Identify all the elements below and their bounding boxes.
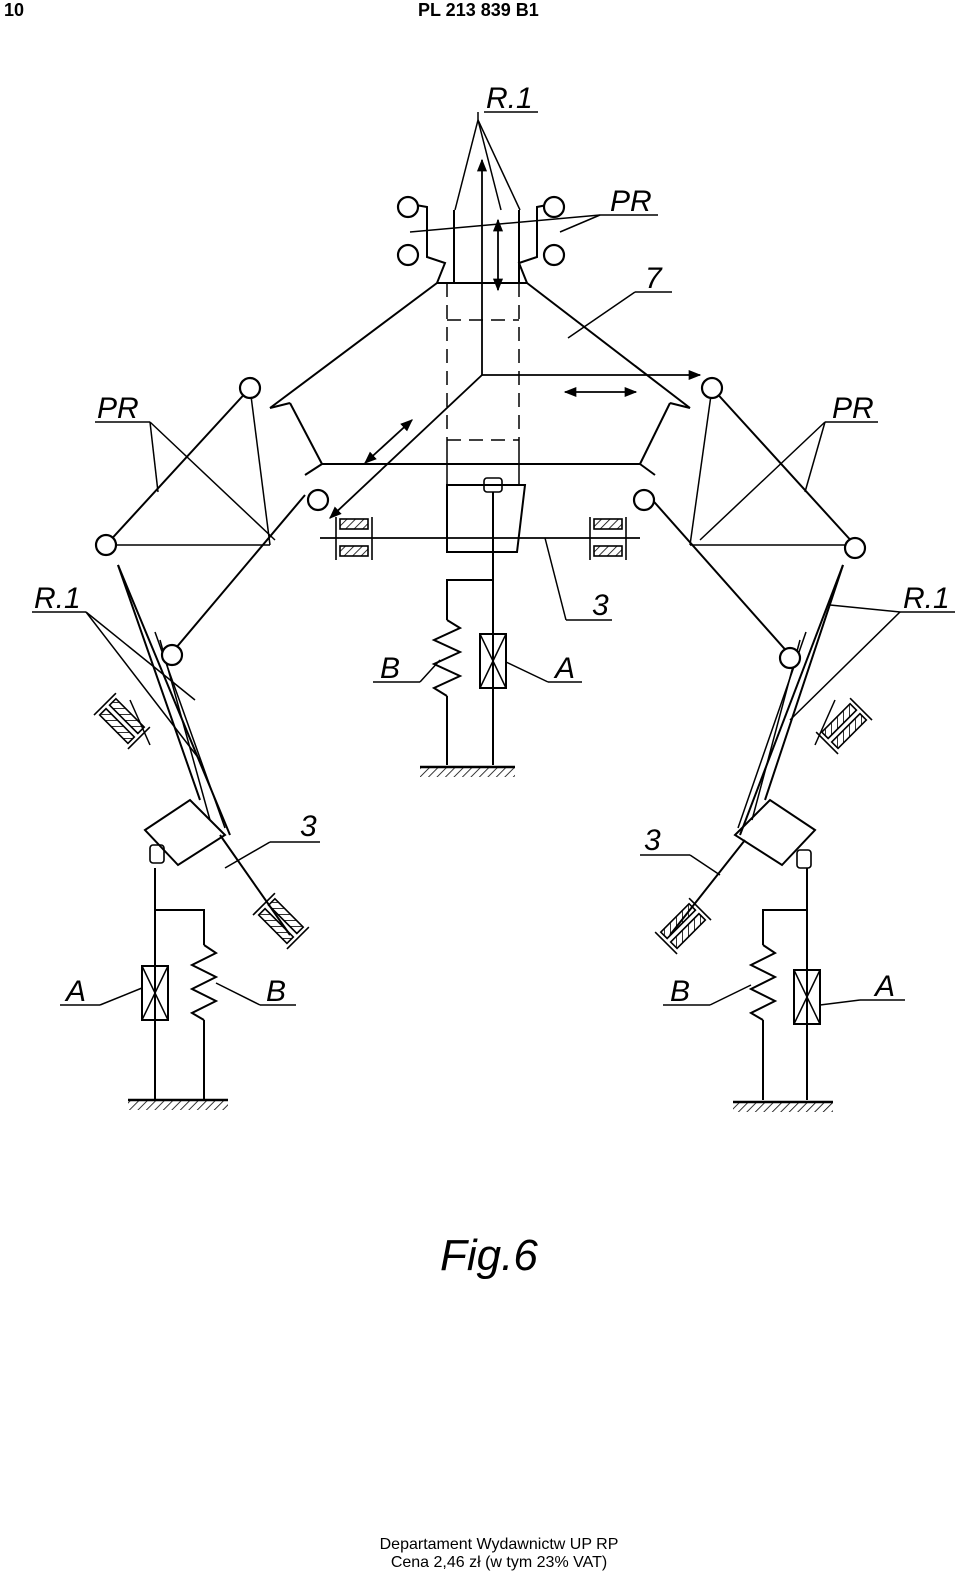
label-a-center: A [553, 652, 575, 685]
label-3-left: 3 [300, 810, 317, 843]
left-leg [105, 387, 306, 1110]
label-b-left: B [266, 975, 286, 1008]
leader-lines [32, 111, 955, 1006]
diagram-labels: R.1 PR 7 PR PR R.1 R.1 3 B A 3 3 A B B A… [34, 82, 950, 1280]
label-b-right: B [670, 975, 690, 1008]
label-a-right: A [873, 970, 895, 1003]
label-pr-right: PR [832, 392, 874, 425]
right-leg [647, 387, 856, 1112]
label-a-left: A [64, 975, 86, 1008]
page-number: 10 [4, 0, 25, 20]
label-3-center: 3 [592, 589, 609, 622]
footer-publisher: Departament Wydawnictw UP RP [379, 1536, 619, 1553]
label-3-right: 3 [644, 824, 661, 857]
label-r1-top: R.1 [486, 82, 533, 115]
center-column [446, 283, 520, 485]
document-number: PL 213 839 B1 [418, 0, 539, 20]
axis-arrows [329, 158, 702, 519]
top-platform [269, 119, 691, 476]
center-body [320, 477, 640, 777]
label-pr-left: PR [97, 392, 139, 425]
footer-price: Cena 2,46 zł (w tym 23% VAT) [390, 1554, 608, 1571]
label-pr-top: PR [610, 185, 652, 218]
label-b-center: B [380, 652, 400, 685]
left-upper-bearing [93, 692, 310, 950]
joint-circles [94, 195, 867, 670]
center-bearings [335, 517, 627, 560]
label-r1-right: R.1 [903, 582, 950, 615]
figure-caption: Fig.6 [440, 1231, 538, 1280]
label-r1-left: R.1 [34, 582, 81, 615]
label-7: 7 [645, 262, 663, 295]
right-bearings [654, 697, 873, 955]
